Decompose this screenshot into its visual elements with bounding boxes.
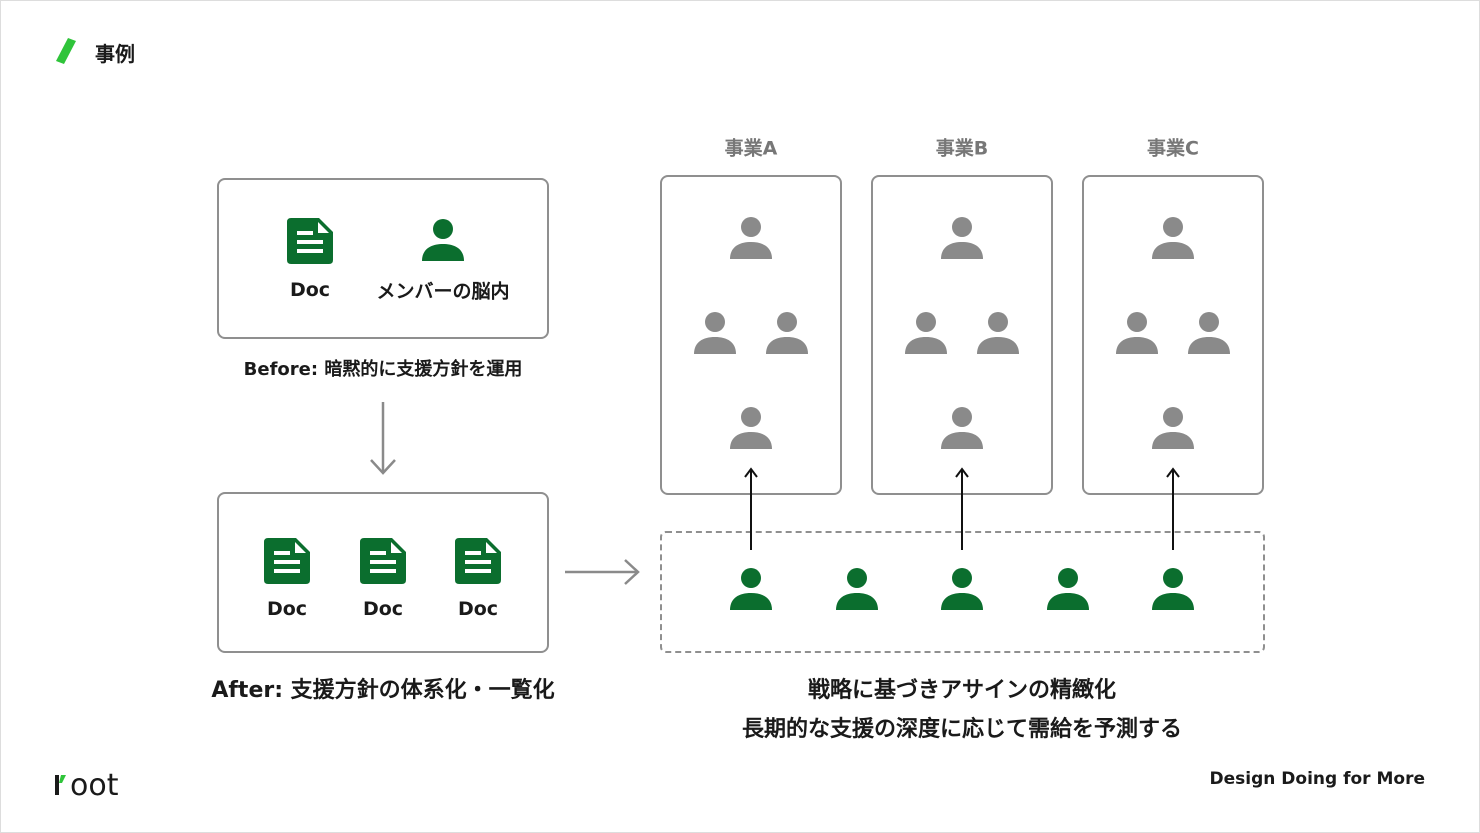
person-icon — [729, 217, 773, 263]
person-icon — [976, 312, 1020, 358]
svg-text:oot: oot — [70, 768, 119, 799]
person-icon — [940, 568, 984, 614]
root-logo: oot — [55, 768, 119, 799]
arrow-down-icon — [370, 402, 396, 475]
person-icon — [1046, 568, 1090, 614]
bottom-text-line1: 戦略に基づきアサインの精緻化 — [807, 678, 1117, 703]
after-caption: After: 支援方針の体系化・一覧化 — [211, 678, 555, 703]
arrow-right-icon — [565, 559, 640, 585]
doc-label: Doc — [362, 598, 404, 620]
person-icon — [904, 312, 948, 358]
doc-icon — [264, 538, 310, 588]
person-icon — [940, 217, 984, 263]
arrow-up-icon — [1166, 467, 1180, 550]
person-icon — [1115, 312, 1159, 358]
person-icon — [1151, 407, 1195, 453]
accent-slash-icon — [56, 38, 76, 64]
person-icon — [835, 568, 879, 614]
person-icon — [1187, 312, 1231, 358]
bottom-text-line2: 長期的な支援の深度に応じて需給を予測する — [741, 717, 1183, 742]
business-a-label: 事業A — [724, 137, 778, 160]
person-icon — [1151, 217, 1195, 263]
footer-tagline: Design Doing for More — [1209, 769, 1425, 789]
before-box — [217, 178, 549, 339]
doc-icon — [287, 218, 333, 268]
after-box — [217, 492, 549, 653]
person-icon — [1151, 568, 1195, 614]
page-title: 事例 — [95, 42, 135, 66]
doc-icon — [360, 538, 406, 588]
business-c-label: 事業C — [1147, 137, 1199, 160]
member-knowledge-label: メンバーの脳内 — [376, 280, 510, 303]
person-icon — [765, 312, 809, 358]
business-b-label: 事業B — [935, 137, 989, 160]
person-icon — [421, 219, 465, 265]
person-icon — [693, 312, 737, 358]
before-caption: Before: 暗黙的に支援方針を運用 — [243, 359, 523, 380]
arrow-up-icon — [744, 467, 758, 550]
doc-label: Doc — [266, 598, 308, 620]
doc-label: Doc — [289, 279, 331, 301]
person-icon — [729, 568, 773, 614]
arrow-up-icon — [955, 467, 969, 550]
doc-icon — [455, 538, 501, 588]
person-icon — [940, 407, 984, 453]
doc-label: Doc — [457, 598, 499, 620]
person-icon — [729, 407, 773, 453]
